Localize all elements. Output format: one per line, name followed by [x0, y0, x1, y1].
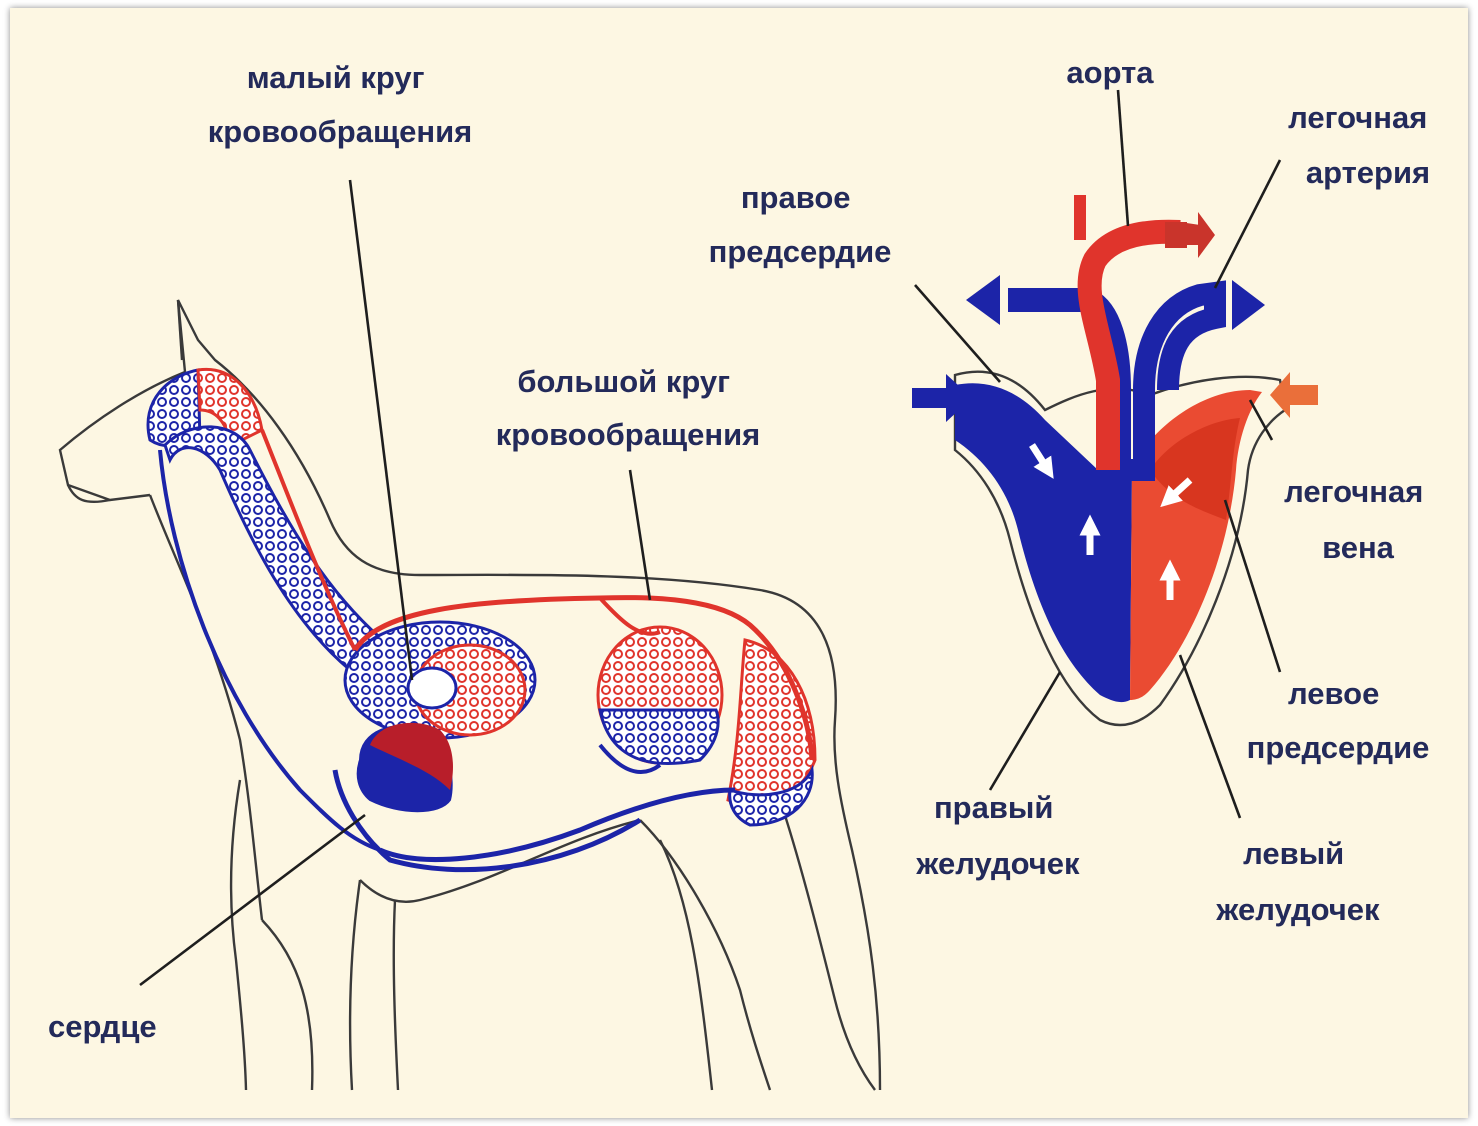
- circulation-diagram: малый круг кровообращения большой круг к…: [10, 8, 1468, 1118]
- label-pulmonary-vein: легочная вена: [1284, 474, 1432, 565]
- label-heart: сердце: [48, 1009, 157, 1044]
- vena-cava-arrow-left: [1008, 288, 1090, 312]
- label-left-ventricle: левый желудочек: [1215, 836, 1380, 927]
- diagram-frame: малый круг кровообращения большой круг к…: [10, 8, 1468, 1118]
- pulmonary-artery-arrow: [1232, 280, 1265, 330]
- label-right-atrium: правое предсердие: [709, 180, 892, 269]
- label-pulmonary-circulation: малый круг кровообращения: [208, 60, 473, 149]
- label-aorta: аорта: [1066, 55, 1154, 90]
- label-pulmonary-artery: легочная артерия: [1288, 100, 1436, 190]
- label-left-atrium: левое предсердие: [1247, 676, 1430, 765]
- hind-capillary-bed: [728, 640, 815, 804]
- neck-vessel-band: [165, 427, 395, 670]
- heart-illustration: [912, 195, 1318, 725]
- label-systemic-circulation: большой круг кровообращения: [496, 364, 761, 452]
- label-right-ventricle: правый желудочек: [915, 790, 1080, 881]
